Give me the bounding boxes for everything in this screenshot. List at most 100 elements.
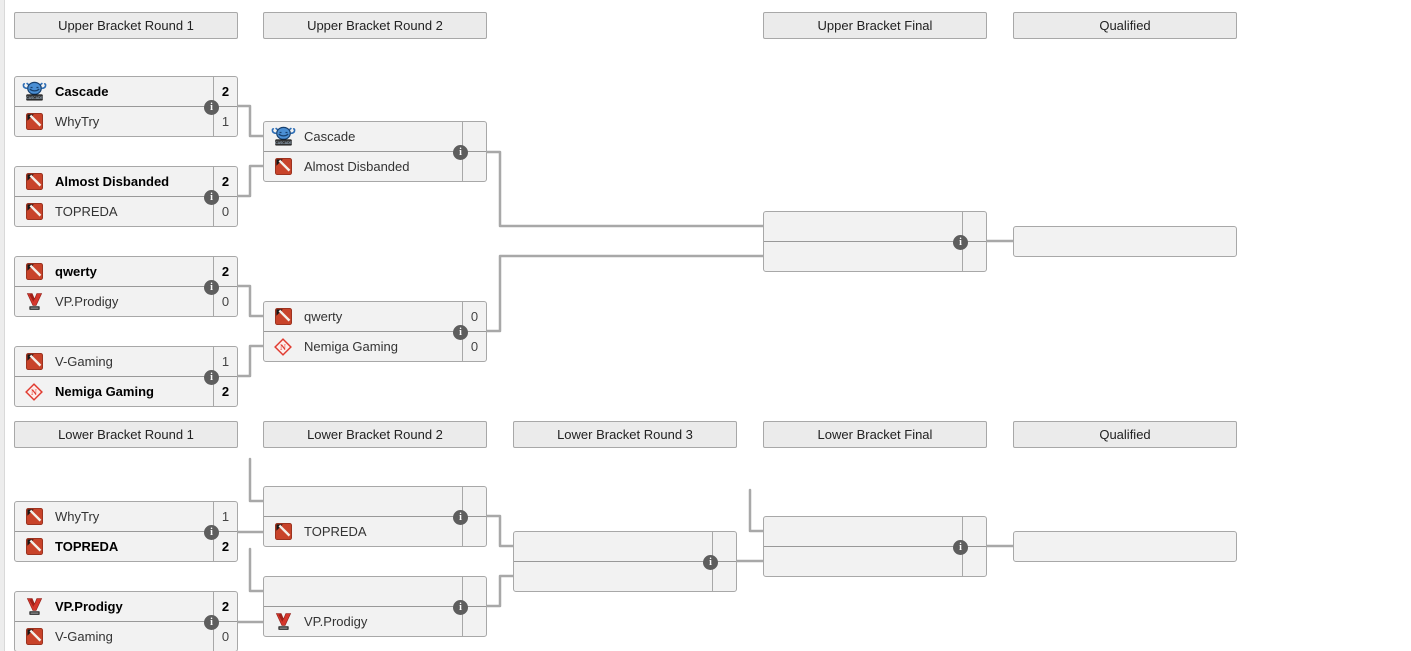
team-name[interactable]: qwerty (55, 264, 97, 279)
team-row: VP.Prodigy 2 (15, 592, 237, 621)
team-row: VP.Prodigy 0 (15, 286, 237, 316)
team-row: qwerty 0 (264, 302, 486, 331)
match-ub-r1-m3: qwerty 2 VP.Prodigy 0 i (14, 256, 238, 317)
dota2-logo[interactable] (15, 622, 53, 651)
team-score: 0 (213, 287, 237, 316)
dota2-logo[interactable] (15, 107, 53, 136)
team-row: Nemiga Gaming 0 (264, 331, 486, 361)
team-name[interactable]: WhyTry (55, 114, 100, 129)
team-name[interactable]: Cascade (55, 84, 109, 99)
team-row (764, 546, 986, 576)
nemiga-logo[interactable] (264, 332, 302, 361)
team-name[interactable]: VP.Prodigy (55, 294, 119, 309)
qualified-slot-upper (1013, 226, 1237, 257)
team-name[interactable]: TOPREDA (55, 204, 118, 219)
nemiga-logo[interactable] (15, 377, 53, 406)
match-ub-r2-m1: Cascade Almost Disbanded i (263, 121, 487, 182)
header-lower-bracket-round-2: Lower Bracket Round 2 (263, 421, 487, 448)
match-lb-r2-m1: TOPREDA i (263, 486, 487, 547)
team-name[interactable]: WhyTry (55, 509, 100, 524)
team-score: 2 (213, 592, 237, 621)
cascade-logo[interactable] (15, 77, 53, 106)
team-score (462, 122, 486, 151)
team-row (514, 561, 736, 591)
team-score (962, 517, 986, 546)
info-icon[interactable]: i (204, 190, 219, 205)
info-icon[interactable]: i (453, 325, 468, 340)
info-icon[interactable]: i (204, 100, 219, 115)
team-score (462, 517, 486, 546)
dota2-logo[interactable] (264, 302, 302, 331)
qualified-slot-lower (1013, 531, 1237, 562)
team-name[interactable]: Nemiga Gaming (304, 339, 398, 354)
header-lower-bracket-round-1: Lower Bracket Round 1 (14, 421, 238, 448)
cascade-logo[interactable] (264, 122, 302, 151)
header-upper-qualified: Qualified (1013, 12, 1237, 39)
team-name[interactable]: Almost Disbanded (304, 159, 410, 174)
team-row (764, 517, 986, 546)
team-name[interactable]: VP.Prodigy (304, 614, 368, 629)
team-row: qwerty 2 (15, 257, 237, 286)
dota2-logo[interactable] (15, 502, 53, 531)
header-lower-qualified: Qualified (1013, 421, 1237, 448)
team-name[interactable]: V-Gaming (55, 354, 113, 369)
info-icon[interactable]: i (204, 280, 219, 295)
team-row: V-Gaming 0 (15, 621, 237, 651)
dota2-logo[interactable] (264, 517, 302, 546)
team-score (712, 562, 736, 591)
team-score: 2 (213, 257, 237, 286)
team-score: 2 (213, 77, 237, 106)
team-name[interactable]: Nemiga Gaming (55, 384, 154, 399)
info-icon[interactable]: i (204, 370, 219, 385)
team-row: Cascade (264, 122, 486, 151)
team-score: 2 (213, 377, 237, 406)
team-score: 0 (213, 622, 237, 651)
team-row: Almost Disbanded 2 (15, 167, 237, 196)
team-name[interactable]: VP.Prodigy (55, 599, 123, 614)
vp-prodigy-logo[interactable] (15, 287, 53, 316)
team-score (962, 547, 986, 576)
team-row: TOPREDA (264, 516, 486, 546)
team-name[interactable]: V-Gaming (55, 629, 113, 644)
team-name[interactable]: TOPREDA (55, 539, 119, 554)
team-row: TOPREDA 0 (15, 196, 237, 226)
team-score (462, 152, 486, 181)
team-name[interactable]: Almost Disbanded (55, 174, 170, 189)
team-name[interactable]: TOPREDA (304, 524, 367, 539)
dota2-logo[interactable] (15, 347, 53, 376)
info-icon[interactable]: i (453, 510, 468, 525)
info-icon[interactable]: i (204, 525, 219, 540)
team-score: 1 (213, 107, 237, 136)
header-lower-bracket-round-3: Lower Bracket Round 3 (513, 421, 737, 448)
info-icon[interactable]: i (953, 540, 968, 555)
dota2-logo[interactable] (15, 532, 53, 561)
match-ub-r1-m2: Almost Disbanded 2 TOPREDA 0 i (14, 166, 238, 227)
info-icon[interactable]: i (953, 235, 968, 250)
team-row (514, 532, 736, 561)
info-icon[interactable]: i (453, 600, 468, 615)
team-row: WhyTry 1 (15, 502, 237, 531)
dota2-logo[interactable] (15, 257, 53, 286)
team-row: VP.Prodigy (264, 606, 486, 636)
vp-prodigy-logo[interactable] (15, 592, 53, 621)
team-name[interactable]: qwerty (304, 309, 343, 324)
team-row: TOPREDA 2 (15, 531, 237, 561)
match-ub-final: i (763, 211, 987, 272)
team-row: Cascade 2 (15, 77, 237, 106)
dota2-logo[interactable] (264, 152, 302, 181)
info-icon[interactable]: i (703, 555, 718, 570)
header-upper-bracket-round-2: Upper Bracket Round 2 (263, 12, 487, 39)
header-upper-bracket-final: Upper Bracket Final (763, 12, 987, 39)
team-row: Nemiga Gaming 2 (15, 376, 237, 406)
dota2-logo[interactable] (15, 167, 53, 196)
team-score: 1 (213, 502, 237, 531)
match-ub-r2-m2: qwerty 0 Nemiga Gaming 0 i (263, 301, 487, 362)
team-row (764, 212, 986, 241)
info-icon[interactable]: i (204, 615, 219, 630)
team-row: WhyTry 1 (15, 106, 237, 136)
info-icon[interactable]: i (453, 145, 468, 160)
vp-prodigy-logo[interactable] (264, 607, 302, 636)
dota2-logo[interactable] (15, 197, 53, 226)
team-name[interactable]: Cascade (304, 129, 356, 144)
